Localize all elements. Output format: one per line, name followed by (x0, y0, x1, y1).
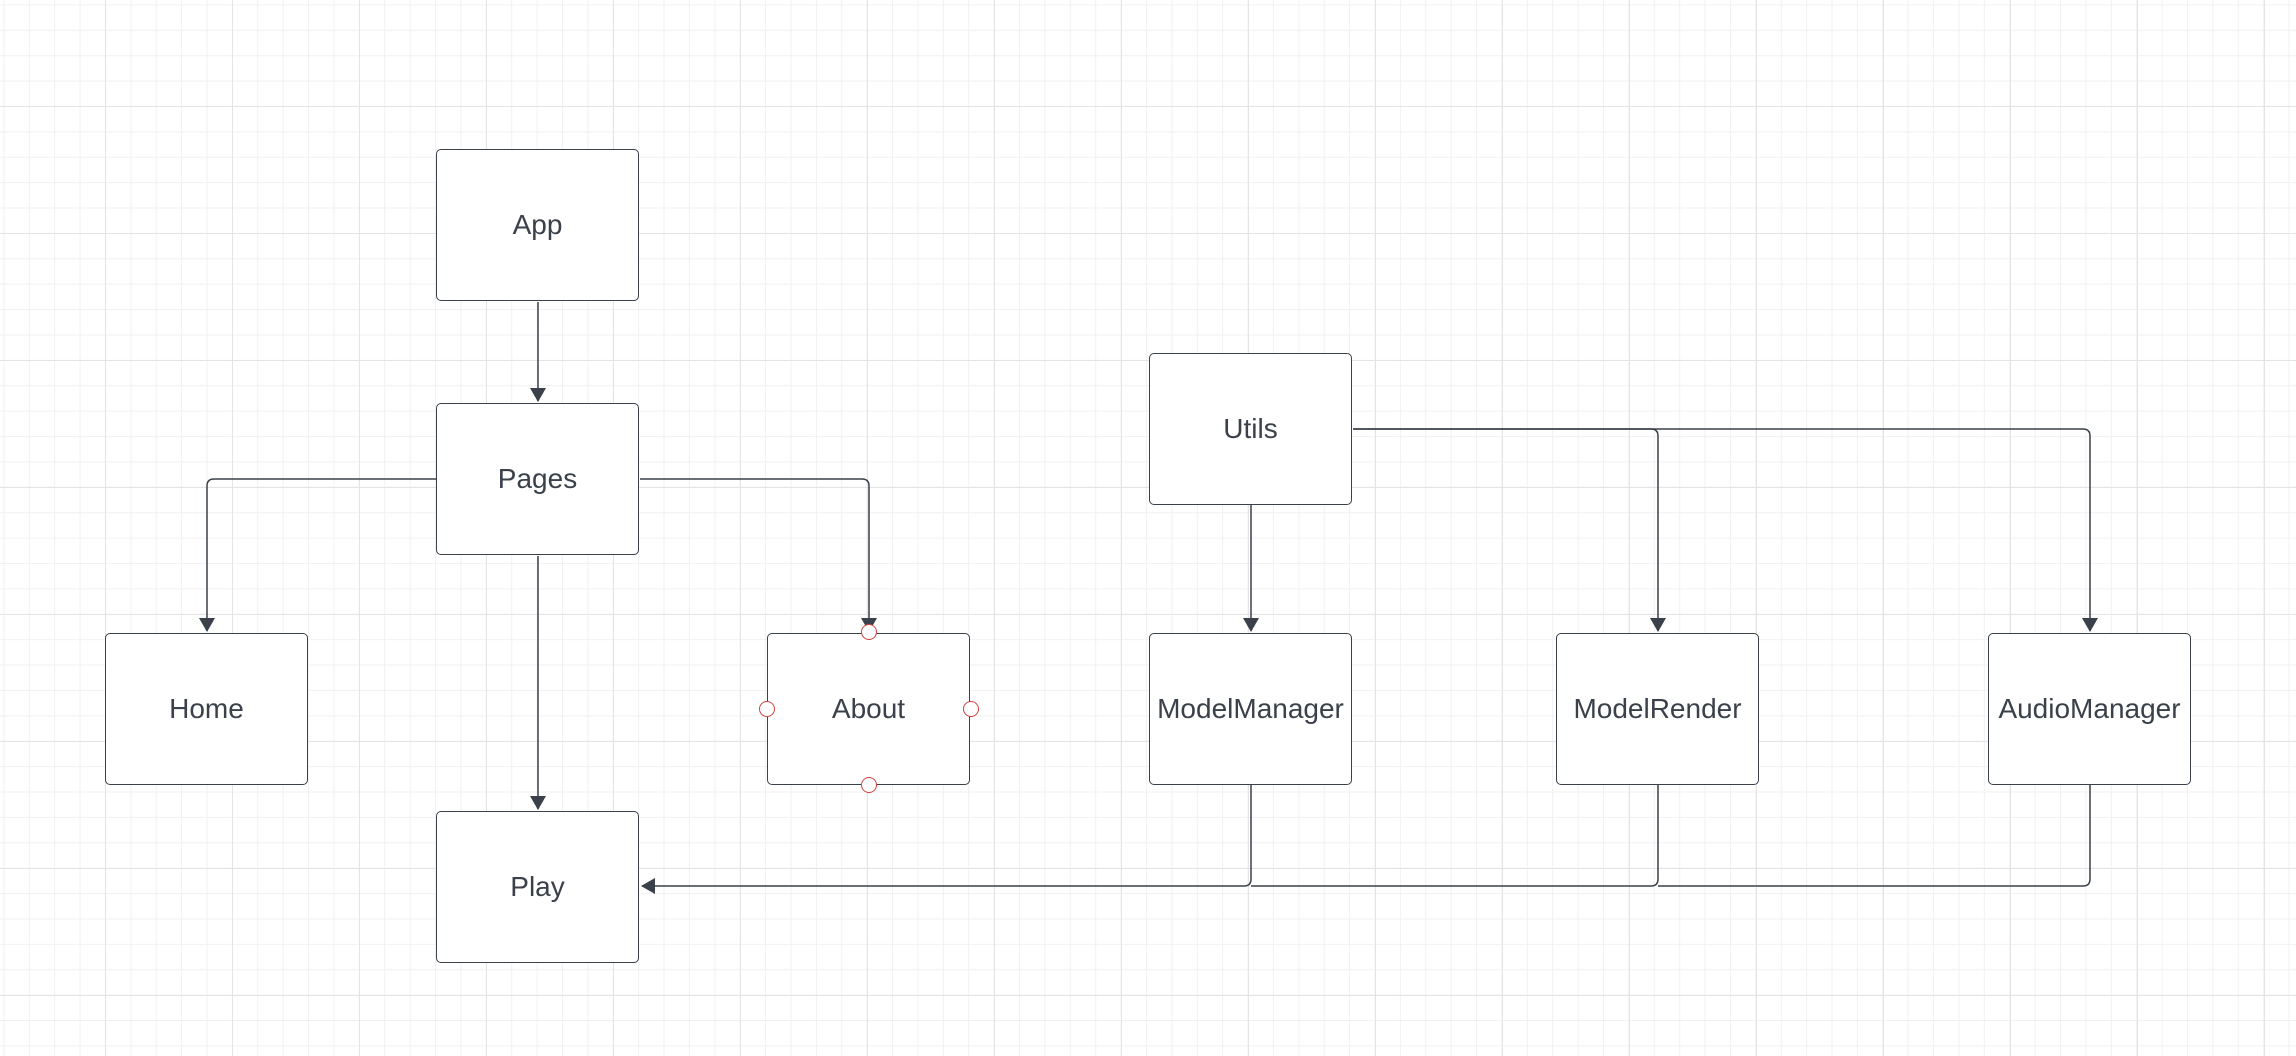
edge-modelmanager-play[interactable] (641, 785, 1252, 894)
node-modelmanager[interactable]: ModelManager (1149, 633, 1352, 785)
node-home[interactable]: Home (105, 633, 308, 785)
edge-utils-modelrender[interactable] (1353, 428, 1666, 632)
node-pages-label: Pages (497, 463, 578, 494)
node-app[interactable]: App (436, 149, 639, 301)
edge-modelrender-play[interactable] (1251, 785, 1659, 887)
connection-handle-top[interactable] (861, 624, 877, 640)
node-modelrender[interactable]: ModelRender (1556, 633, 1759, 785)
connection-handle-left[interactable] (759, 701, 775, 717)
node-audiomanager-label: AudioManager (1998, 693, 2181, 724)
edge-pages-about[interactable] (640, 478, 877, 632)
node-app-label: App (512, 209, 563, 240)
node-audiomanager[interactable]: AudioManager (1988, 633, 2191, 785)
edge-audiomanager-play[interactable] (1658, 785, 2091, 887)
edge-utils-audiomanager[interactable] (1353, 428, 2098, 632)
node-play[interactable]: Play (436, 811, 639, 963)
node-utils[interactable]: Utils (1149, 353, 1352, 505)
node-modelmanager-label: ModelManager (1157, 693, 1344, 724)
edge-pages-home[interactable] (199, 478, 436, 632)
node-home-label: Home (169, 693, 244, 724)
node-play-label: Play (510, 871, 565, 902)
connection-handle-bottom[interactable] (861, 777, 877, 793)
node-utils-label: Utils (1223, 413, 1278, 444)
connection-handle-right[interactable] (963, 701, 979, 717)
node-about[interactable]: About (767, 633, 970, 785)
node-pages[interactable]: Pages (436, 403, 639, 555)
node-about-label: About (831, 693, 906, 724)
node-modelrender-label: ModelRender (1573, 693, 1742, 724)
